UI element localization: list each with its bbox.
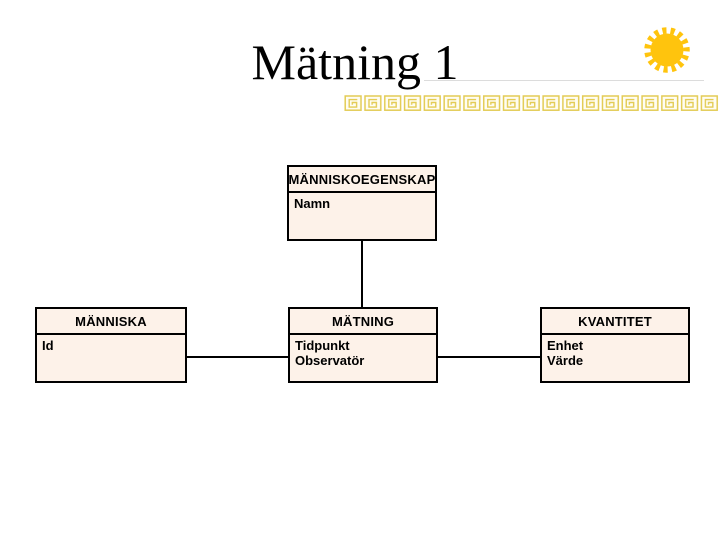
title-underline <box>424 80 704 81</box>
entity-manniskoegenskap: MÄNNISKOEGENSKAP Namn <box>287 165 437 241</box>
entity-title: MÄNNISKA <box>37 309 185 335</box>
entity-attribute: Enhet <box>547 338 584 353</box>
entity-kvantitet: KVANTITET Enhet Värde <box>540 307 690 383</box>
entity-title: MÄNNISKOEGENSKAP <box>289 167 435 193</box>
entity-attribute: Observatör <box>295 353 365 368</box>
entity-attributes: Id <box>37 335 185 356</box>
entity-matning: MÄTNING Tidpunkt Observatör <box>288 307 438 383</box>
entity-title: KVANTITET <box>542 309 688 335</box>
connector-manniska-matning <box>187 356 288 358</box>
entity-attribute: Namn <box>294 196 331 211</box>
entity-attributes: Tidpunkt Observatör <box>290 335 436 371</box>
entity-attributes: Enhet Värde <box>542 335 688 371</box>
entity-attribute: Värde <box>547 353 584 368</box>
sunburst-icon <box>644 27 690 73</box>
entity-title: MÄTNING <box>290 309 436 335</box>
connector-matning-kvantitet <box>438 356 540 358</box>
entity-attribute: Tidpunkt <box>295 338 350 353</box>
entity-attribute: Id <box>42 338 54 353</box>
greek-key-border-icon <box>344 95 720 112</box>
entity-manniska: MÄNNISKA Id <box>35 307 187 383</box>
connector-egenskap-matning <box>361 241 363 307</box>
slide-title: Mätning 1 <box>251 34 459 90</box>
entity-attributes: Namn <box>289 193 435 214</box>
